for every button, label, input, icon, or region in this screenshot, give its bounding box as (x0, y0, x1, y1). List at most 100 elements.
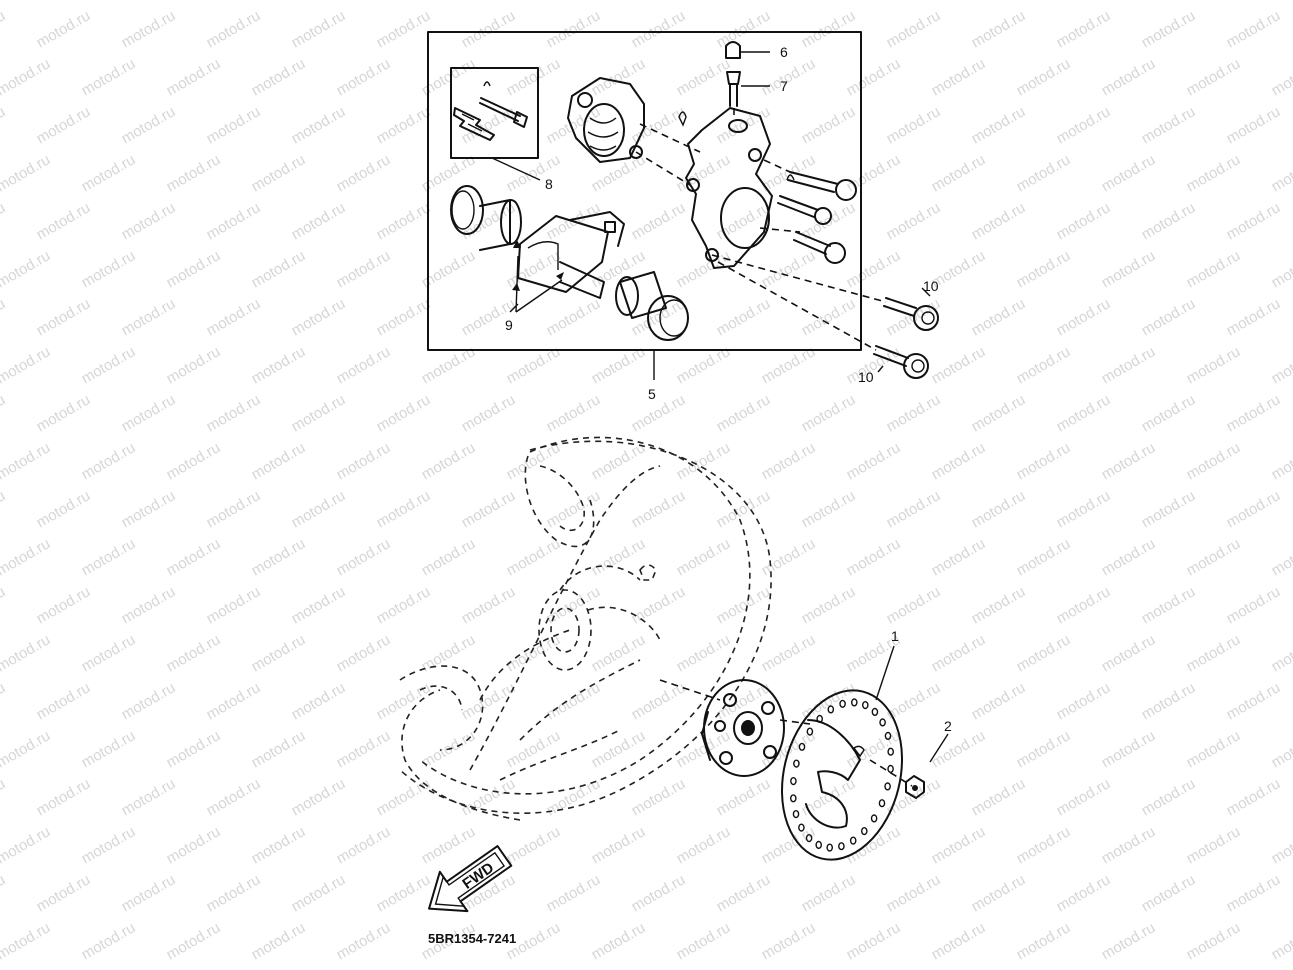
watermark-text: motod.ru (674, 535, 734, 579)
disc-to-bolt-line (869, 759, 913, 787)
watermark-text: motod.ru (589, 631, 649, 675)
watermark-text: motod.ru (79, 151, 139, 195)
watermark-text: motod.ru (249, 247, 309, 291)
watermark-text: motod.ru (204, 295, 264, 339)
watermark-text: motod.ru (79, 727, 139, 771)
watermark-text: motod.ru (1139, 391, 1199, 435)
watermark-text: motod.ru (504, 535, 564, 579)
watermark-text: motod.ru (969, 7, 1029, 51)
disc-hole (870, 814, 878, 823)
watermark-text: motod.ru (34, 295, 94, 339)
watermark-text: motod.ru (929, 439, 989, 483)
callout-5: 5 (648, 386, 656, 402)
watermark-text: motod.ru (929, 535, 989, 579)
watermark-text: motod.ru (459, 775, 519, 819)
disc-hole (790, 776, 797, 786)
watermark-text: motod.ru (419, 439, 479, 483)
watermark-text: motod.ru (969, 583, 1029, 627)
watermark-text: motod.ru (419, 535, 479, 579)
watermark-text: motod.ru (759, 0, 819, 3)
watermark-text: motod.ru (1224, 679, 1284, 723)
piston-seals-right (615, 271, 689, 341)
watermark-text: motod.ru (204, 103, 264, 147)
watermark-text: motod.ru (799, 295, 859, 339)
watermark-text: motod.ru (0, 391, 8, 435)
disc-hole (839, 699, 846, 708)
watermark-text: motod.ru (119, 871, 179, 915)
disc-hole (790, 794, 797, 803)
watermark-text: motod.ru (629, 199, 689, 243)
watermark-text: motod.ru (1184, 823, 1244, 867)
watermark-text: motod.ru (334, 535, 394, 579)
watermark-text: motod.ru (799, 7, 859, 51)
watermark-text: motod.ru (119, 295, 179, 339)
callout-1: 1 (891, 628, 899, 644)
disc-hole (826, 843, 834, 852)
watermark-text: motod.ru (0, 487, 8, 531)
watermark-text: motod.ru (969, 871, 1029, 915)
watermark-text: motod.ru (204, 775, 264, 819)
pad-leader-arrows (512, 240, 564, 291)
watermark-text: motod.ru (629, 487, 689, 531)
watermark-text: motod.ru (884, 103, 944, 147)
watermark-text: motod.ru (334, 919, 394, 963)
disc-hole (878, 799, 886, 808)
watermark-text: motod.ru (334, 343, 394, 387)
watermark-text: motod.ru (334, 727, 394, 771)
watermark-text: motod.ru (1184, 55, 1244, 99)
watermark-text: motod.ru (1014, 535, 1074, 579)
watermark-text: motod.ru (844, 823, 904, 867)
watermark-text: motod.ru (1014, 727, 1074, 771)
watermark-text: motod.ru (589, 0, 649, 3)
watermark-text: motod.ru (1054, 583, 1114, 627)
watermark-text: motod.ru (0, 535, 53, 579)
watermark-text: motod.ru (249, 343, 309, 387)
watermark-text: motod.ru (799, 391, 859, 435)
disc-hole (806, 727, 814, 736)
watermark-text: motod.ru (0, 151, 53, 195)
watermark-text: motod.ru (249, 439, 309, 483)
watermark-text: motod.ru (0, 295, 8, 339)
watermark-text: motod.ru (844, 151, 904, 195)
watermark-text: motod.ru (0, 679, 8, 723)
disc-hole (827, 705, 835, 714)
watermark-text: motod.ru (1099, 0, 1159, 3)
brake-pads (517, 211, 625, 299)
watermark-text: motod.ru (79, 919, 139, 963)
watermark-text: motod.ru (759, 55, 819, 99)
disc-hole (805, 833, 813, 843)
watermark-text: motod.ru (1054, 679, 1114, 723)
watermark-text: motod.ru (164, 439, 224, 483)
watermark-text: motod.ru (1054, 103, 1114, 147)
watermark-text: motod.ru (1054, 391, 1114, 435)
disc-hole (798, 823, 805, 832)
watermark-text: motod.ru (969, 103, 1029, 147)
watermark-text: motod.ru (34, 487, 94, 531)
watermark-text: motod.ru (204, 487, 264, 531)
watermark-text: motod.ru (504, 439, 564, 483)
disc-hole (851, 698, 858, 707)
watermark-text: motod.ru (374, 583, 434, 627)
watermark-text: motod.ru (374, 679, 434, 723)
watermark-text: motod.ru (249, 55, 309, 99)
watermark-text: motod.ru (164, 631, 224, 675)
watermark-text: motod.ru (1269, 247, 1293, 291)
watermark-text: motod.ru (674, 247, 734, 291)
watermark-text: motod.ru (1184, 631, 1244, 675)
watermark-text: motod.ru (34, 775, 94, 819)
watermark-text: motod.ru (1184, 151, 1244, 195)
watermark-text: motod.ru (289, 679, 349, 723)
watermark-text: motod.ru (629, 7, 689, 51)
watermark-text: motod.ru (1269, 631, 1293, 675)
watermark-text: motod.ru (844, 727, 904, 771)
watermark-text: motod.ru (759, 439, 819, 483)
watermark-text: motod.ru (119, 487, 179, 531)
watermark-text: motod.ru (1184, 535, 1244, 579)
caliper-housing (567, 77, 645, 163)
watermark-text: motod.ru (1184, 0, 1244, 3)
watermark-text: motod.ru (759, 823, 819, 867)
callout-8: 8 (545, 176, 553, 192)
watermark-text: motod.ru (419, 0, 479, 3)
callout-leaders (491, 51, 949, 763)
